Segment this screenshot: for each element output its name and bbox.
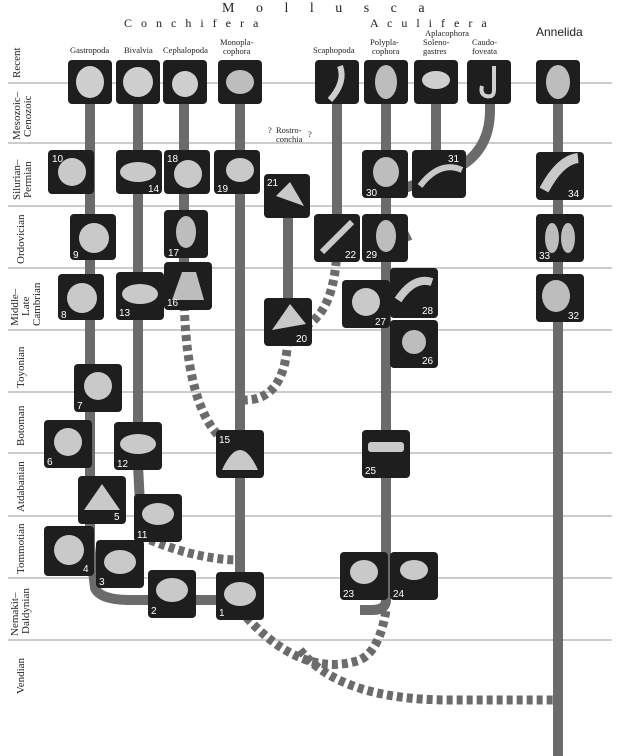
specimen-number: 19 bbox=[217, 184, 229, 195]
specimen-number: 1 bbox=[219, 608, 225, 619]
period-mesozoic-2: Cenozoic bbox=[22, 95, 34, 137]
period-silurian-1: Silurian– bbox=[11, 159, 23, 200]
period-ordovician: Ordovician bbox=[15, 214, 27, 264]
specimen-number: 33 bbox=[539, 251, 551, 262]
branch-gastropoda bbox=[85, 80, 240, 605]
specimen-number: 16 bbox=[167, 298, 179, 309]
clade-cephalopoda: Cephalopoda bbox=[163, 45, 208, 55]
clade-monoplacophora-1: Monopla- bbox=[220, 37, 254, 47]
specimen-tile-scaphopoda-recent bbox=[315, 60, 359, 104]
rostroconchia-q2: ? bbox=[308, 129, 312, 139]
period-labels: Recent Mesozoic– Cenozoic Silurian– Perm… bbox=[9, 47, 43, 694]
bivalve-icon bbox=[123, 67, 153, 97]
clade-gastropoda: Gastropoda bbox=[70, 45, 109, 55]
specimen-number: 6 bbox=[47, 457, 53, 468]
aplacophora-title: Aplacophora bbox=[425, 28, 469, 38]
specimen-number: 24 bbox=[393, 589, 405, 600]
rostroconchia-q1: ? bbox=[268, 125, 272, 135]
monoplacophoran-icon bbox=[226, 70, 254, 94]
clade-scaphopoda: Scaphopoda bbox=[313, 45, 355, 55]
clade-bivalvia: Bivalvia bbox=[124, 45, 153, 55]
specimen-number: 20 bbox=[296, 334, 308, 345]
nautilus-icon bbox=[172, 71, 198, 97]
specimen-number: 14 bbox=[148, 184, 160, 195]
branch-aculifera-base bbox=[360, 580, 391, 615]
specimen-number: 4 bbox=[83, 564, 89, 575]
specimen-number: 5 bbox=[114, 512, 120, 523]
clade-polyplacophora-1: Polypla- bbox=[370, 37, 399, 47]
specimen-number: 17 bbox=[168, 248, 180, 259]
aculifera-title: A c u l i f e r a bbox=[370, 16, 490, 30]
period-middle-1: Middle– bbox=[9, 288, 21, 326]
annelid-icon bbox=[546, 65, 570, 99]
clade-caudofoveata-2: foveata bbox=[472, 46, 497, 56]
period-atdabanian: Atdabanian bbox=[15, 461, 27, 512]
clade-caudofoveata-1: Caudo- bbox=[472, 37, 497, 47]
specimen-number: 27 bbox=[375, 317, 387, 328]
specimen-number: 28 bbox=[422, 306, 434, 317]
specimen-number: 8 bbox=[61, 310, 67, 321]
period-middle-2: Late bbox=[20, 296, 32, 316]
specimen-number: 11 bbox=[137, 530, 148, 541]
conchifera-title: C o n c h i f e r a bbox=[124, 16, 261, 30]
period-tommotian: Tommotian bbox=[15, 523, 27, 574]
clade-rostroconchia-1: Rostro- bbox=[276, 125, 302, 135]
shell-icon bbox=[76, 66, 104, 98]
clade-rostroconchia-2: conchia bbox=[276, 134, 303, 144]
chiton-icon bbox=[375, 65, 397, 99]
specimen-number: 21 bbox=[267, 178, 279, 189]
period-mesozoic-1: Mesozoic– bbox=[11, 91, 23, 140]
specimen-number: 2 bbox=[151, 606, 157, 617]
period-vendian: Vendian bbox=[15, 657, 27, 694]
period-nemakit-2: Daldynian bbox=[20, 588, 32, 634]
specimen-number: 3 bbox=[99, 577, 105, 588]
tusk-shell-icon bbox=[327, 64, 345, 102]
solenogaster-icon bbox=[422, 71, 450, 89]
dashed-cephalopoda bbox=[179, 284, 242, 455]
specimen-number: 31 bbox=[448, 154, 460, 165]
period-botoman: Botoman bbox=[15, 405, 27, 446]
specimen-number: 7 bbox=[77, 401, 83, 412]
period-toyonian: Toyonian bbox=[15, 346, 27, 388]
specimen-number: 15 bbox=[219, 435, 231, 446]
specimen-31 bbox=[412, 150, 466, 198]
specimen-number: 9 bbox=[73, 250, 79, 261]
period-middle-3: Cambrian bbox=[31, 282, 43, 326]
clade-solenogastres-2: gastres bbox=[423, 46, 447, 56]
specimen-number: 29 bbox=[366, 250, 378, 261]
clade-monoplacophora-2: cophora bbox=[223, 46, 251, 56]
dashed-annelida-link bbox=[296, 647, 558, 705]
specimen-number: 12 bbox=[117, 459, 129, 470]
clade-solenogastres-1: Soleno- bbox=[423, 37, 450, 47]
specimen-number: 18 bbox=[167, 154, 179, 165]
dashed-bivalvia bbox=[148, 535, 241, 565]
period-nemakit-1: Nemakit– bbox=[9, 592, 21, 636]
specimen-number: 10 bbox=[52, 154, 64, 165]
specimen-number: 13 bbox=[119, 308, 131, 319]
mollusca-title: M o l l u s c a bbox=[222, 1, 434, 16]
clade-polyplacophora-2: cophora bbox=[372, 46, 400, 56]
specimen-tiles: 10 14 18 19 21 30 31 34 9 17 22 29 bbox=[44, 60, 584, 620]
specimen-number: 32 bbox=[568, 311, 580, 322]
period-recent: Recent bbox=[11, 47, 23, 78]
specimen-number: 22 bbox=[345, 250, 357, 261]
period-silurian-2: Permian bbox=[22, 161, 34, 198]
specimen-number: 23 bbox=[343, 589, 355, 600]
specimen-number: 25 bbox=[365, 466, 377, 477]
annelida-title: Annelida bbox=[536, 25, 583, 39]
specimen-number: 34 bbox=[568, 189, 580, 200]
specimen-number: 26 bbox=[422, 356, 434, 367]
dashed-aculifera bbox=[236, 607, 391, 669]
specimen-tile-caudofoveata-recent bbox=[467, 60, 511, 104]
worm-mollusc-icon bbox=[479, 66, 496, 99]
specimen-number: 30 bbox=[366, 188, 378, 199]
